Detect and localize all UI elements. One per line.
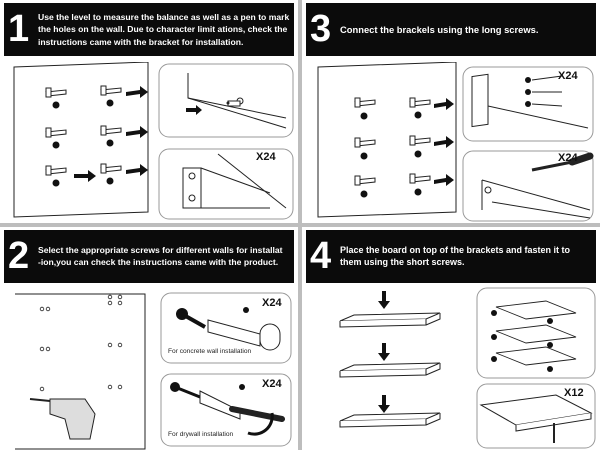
wall-drilling-illustration bbox=[15, 293, 146, 450]
mounted-shelves-illustration bbox=[476, 287, 596, 379]
quantity-label: X24 bbox=[256, 151, 276, 163]
step-2-banner: 2 Select the appropriate screws for diff… bbox=[4, 230, 294, 283]
step-number: 2 bbox=[8, 235, 30, 277]
detail-long-screws-illustration bbox=[462, 66, 594, 142]
step-3-panel: 3 Connect the brackels using the long sc… bbox=[302, 0, 600, 223]
horizontal-divider bbox=[0, 223, 600, 227]
step-number: 1 bbox=[8, 8, 30, 50]
step-1-panel: 1 Use the level to measure the balance a… bbox=[0, 0, 298, 223]
detail-screw-insertion-illustration bbox=[158, 148, 294, 220]
step-instruction: Place the board on top of the brackets a… bbox=[340, 245, 571, 268]
concrete-anchor-illustration bbox=[160, 292, 292, 364]
shelf-boards-illustration bbox=[339, 291, 441, 428]
quantity-label: X24 bbox=[558, 70, 578, 82]
short-screw-detail-illustration bbox=[476, 383, 596, 449]
step-3-banner: 3 Connect the brackels using the long sc… bbox=[306, 3, 596, 56]
step-instruction: Use the level to measure the balance as … bbox=[38, 12, 290, 47]
step-number: 3 bbox=[310, 8, 332, 50]
detail-bracket-screw-illustration bbox=[158, 63, 294, 138]
wall-brackets-screws-illustration bbox=[317, 62, 457, 218]
step-number: 4 bbox=[310, 235, 332, 277]
drywall-anchor-illustration bbox=[160, 373, 292, 447]
step-4-banner: 4 Place the board on top of the brackets… bbox=[306, 230, 596, 283]
step-2-panel: 2 Select the appropriate screws for diff… bbox=[0, 227, 298, 450]
step-instruction: Select the appropriate screws for differ… bbox=[38, 245, 283, 268]
step-1-banner: 1 Use the level to measure the balance a… bbox=[4, 3, 294, 56]
caption-drywall: For drywall installation bbox=[168, 431, 234, 438]
quantity-label: X24 bbox=[262, 297, 282, 309]
quantity-label: X24 bbox=[558, 152, 578, 164]
step-4-panel: 4 Place the board on top of the brackets… bbox=[302, 227, 600, 450]
detail-screwdriver-illustration bbox=[462, 150, 594, 222]
caption-concrete: For concrete wall installation bbox=[168, 348, 252, 355]
step-instruction: Connect the brackels using the long scre… bbox=[340, 24, 539, 35]
wall-brackets-illustration bbox=[13, 62, 149, 218]
quantity-label: X12 bbox=[564, 387, 584, 399]
quantity-label: X24 bbox=[262, 378, 282, 390]
